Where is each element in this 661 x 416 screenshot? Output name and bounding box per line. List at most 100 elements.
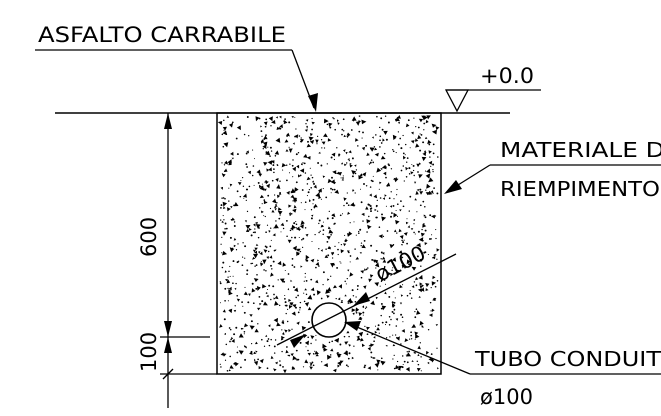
hatch-speckle	[254, 228, 256, 230]
hatch-speckle	[423, 214, 426, 217]
hatch-speckle	[424, 205, 426, 208]
hatch-speckle	[435, 126, 440, 131]
hatch-speckle	[252, 249, 256, 253]
hatch-speckle	[226, 278, 231, 284]
hatch-speckle	[393, 301, 396, 304]
hatch-speckle	[361, 146, 366, 151]
hatch-speckle	[303, 280, 305, 282]
hatch-speckle	[320, 249, 323, 252]
hatch-speckle	[295, 349, 298, 352]
hatch-speckle	[428, 357, 432, 362]
hatch-speckle	[347, 204, 350, 207]
fill-label-line2: RIEMPIMENTO	[500, 177, 660, 201]
hatch-speckle	[366, 219, 371, 224]
hatch-speckle	[260, 262, 264, 267]
hatch-speckle	[305, 123, 307, 125]
hatch-speckle	[322, 229, 325, 231]
hatch-speckle	[373, 336, 376, 339]
hatch-speckle	[306, 125, 308, 128]
hatch-speckle	[261, 210, 264, 214]
hatch-speckle	[406, 161, 408, 163]
hatch-speckle	[381, 216, 387, 222]
hatch-speckle	[251, 343, 253, 345]
hatch-speckle	[294, 200, 296, 203]
hatch-speckle	[327, 178, 332, 184]
hatch-speckle	[306, 183, 309, 185]
hatch-speckle	[372, 161, 375, 164]
hatch-speckle	[307, 306, 312, 311]
hatch-speckle	[263, 301, 268, 306]
hatch-speckle	[264, 245, 267, 248]
hatch-speckle	[418, 295, 421, 298]
hatch-speckle	[333, 188, 336, 191]
hatch-speckle	[278, 217, 281, 220]
hatch-speckle	[368, 278, 373, 283]
pipe-label-line2: ø100	[480, 385, 533, 409]
hatch-speckle	[310, 187, 313, 189]
hatch-speckle	[346, 135, 349, 139]
hatch-speckle	[351, 175, 354, 178]
hatch-speckle	[432, 168, 434, 171]
hatch-speckle	[253, 351, 257, 355]
hatch-speckle	[337, 122, 340, 125]
hatch-speckle	[432, 276, 434, 279]
hatch-speckle	[288, 121, 291, 124]
hatch-speckle	[266, 168, 270, 172]
hatch-speckle	[402, 321, 404, 323]
hatch-speckle	[304, 359, 309, 364]
hatch-speckle	[258, 117, 261, 120]
hatch-speckle	[378, 188, 380, 190]
hatch-speckle	[293, 222, 296, 225]
hatch-speckle	[272, 260, 275, 263]
hatch-speckle	[379, 181, 382, 185]
hatch-speckle	[270, 298, 272, 301]
hatch-speckle	[286, 346, 288, 348]
hatch-speckle	[254, 328, 259, 333]
hatch-speckle	[329, 354, 332, 356]
hatch-speckle	[223, 164, 226, 166]
hatch-speckle	[321, 147, 323, 149]
hatch-speckle	[424, 242, 428, 246]
hatch-speckle	[399, 284, 403, 289]
hatch-speckle	[236, 346, 238, 348]
hatch-speckle	[256, 286, 261, 291]
hatch-speckle	[413, 174, 415, 177]
hatch-speckle	[350, 129, 353, 131]
hatch-speckle	[424, 170, 427, 172]
hatch-speckle	[241, 176, 244, 179]
hatch-speckle	[270, 272, 274, 277]
hatch-speckle	[270, 160, 275, 164]
hatch-speckle	[427, 361, 430, 365]
hatch-speckle	[259, 303, 262, 306]
hatch-speckle	[291, 328, 293, 330]
hatch-speckle	[354, 164, 357, 167]
hatch-speckle	[307, 294, 313, 300]
hatch-speckle	[264, 188, 267, 192]
hatch-speckle	[417, 134, 422, 140]
hatch-speckle	[255, 264, 258, 266]
hatch-speckle	[313, 184, 317, 189]
hatch-speckle	[301, 246, 304, 249]
hatch-speckle	[340, 177, 342, 179]
hatch-speckle	[297, 151, 300, 154]
hatch-speckle	[374, 362, 380, 368]
hatch-speckle	[303, 292, 305, 294]
hatch-speckle	[274, 204, 278, 207]
hatch-speckle	[305, 293, 308, 296]
hatch-speckle	[265, 270, 267, 272]
hatch-speckle	[413, 351, 416, 354]
hatch-speckle	[258, 366, 262, 370]
hatch-speckle	[323, 347, 328, 352]
hatch-speckle	[298, 228, 301, 232]
hatch-speckle	[415, 308, 418, 310]
hatch-speckle	[260, 130, 263, 133]
hatch-speckle	[246, 116, 249, 118]
hatch-speckle	[401, 355, 404, 357]
hatch-speckle	[253, 158, 256, 160]
hatch-speckle	[393, 308, 396, 311]
hatch-speckle	[307, 191, 310, 194]
hatch-speckle	[381, 213, 383, 216]
hatch-speckle	[334, 337, 340, 343]
hatch-speckle	[434, 215, 437, 217]
hatch-speckle	[373, 146, 376, 148]
